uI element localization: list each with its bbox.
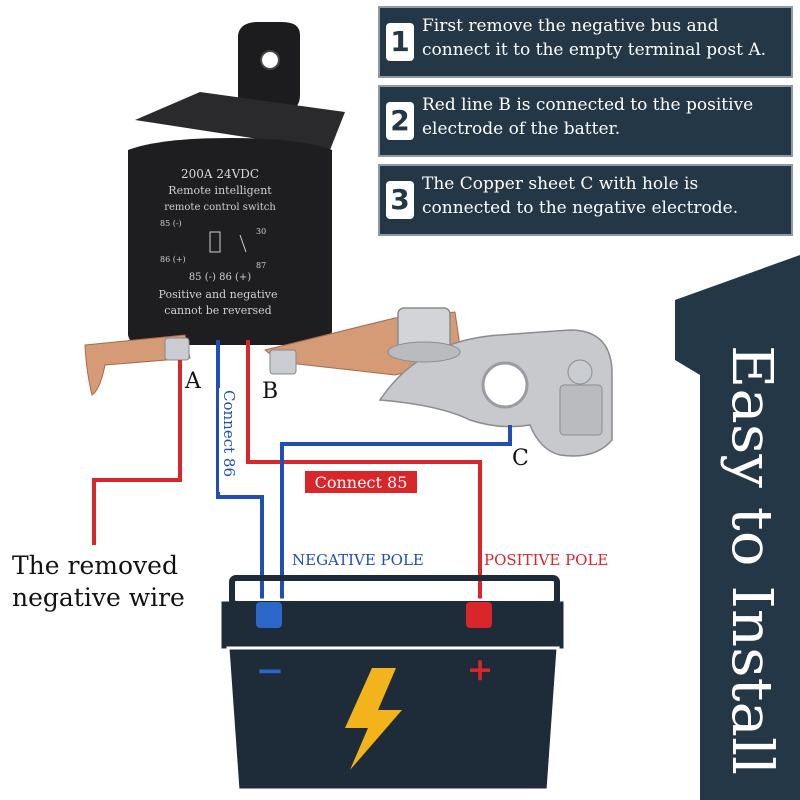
positive-terminal (466, 602, 492, 628)
step-2-panel: 2 Red line B is connected to the positiv… (378, 85, 793, 157)
plus-symbol: + (467, 650, 494, 688)
relay-pin-87-label: 87 (256, 261, 266, 270)
connect86-tag: Connect 86 (220, 390, 238, 477)
red-wire-connect-85 (246, 340, 482, 606)
negative-terminal (256, 602, 282, 628)
terminal-a-nut (164, 337, 190, 361)
terminal-b-nut (269, 349, 297, 375)
relay-warning-line1: Positive and negative (159, 288, 278, 301)
label-c: C (512, 446, 529, 471)
minus-symbol: − (256, 651, 285, 691)
label-a: A (184, 369, 202, 394)
relay-mount-hole (260, 50, 280, 70)
step-2-number: 2 (386, 102, 414, 140)
easy-to-install-text: Easy to Install (719, 345, 784, 775)
easy-to-install-banner: Easy to Install (719, 345, 784, 775)
relay: 200A 24VDC Remote intelligent remote con… (128, 22, 345, 345)
blue-wire-connect-86 (216, 340, 264, 606)
main-washer (387, 341, 461, 363)
relay-pins-bottom: 85 (-) 86 (+) (189, 272, 251, 283)
relay-face (128, 138, 332, 345)
step-3-text: The Copper sheet C with hole is connecte… (422, 174, 739, 218)
step-1-number: 1 (386, 23, 414, 61)
step-3-panel: 3 The Copper sheet C with hole is connec… (378, 164, 793, 236)
relay-pin-85-label: 85 (-) (160, 219, 182, 228)
positive-pole-label: POSITIVE POLE (484, 551, 608, 569)
label-b: B (262, 379, 278, 404)
clamp-bolt (559, 384, 603, 436)
copper-terminal-a (84, 334, 191, 396)
relay-pin-86-label: 86 (+) (160, 255, 186, 264)
connect86-tag-bg (219, 388, 241, 492)
relay-text-rating: 200A 24VDC (181, 167, 259, 181)
clamp-ring (481, 361, 529, 409)
relay-top (135, 92, 345, 150)
lightning-bolt-icon (345, 668, 402, 770)
relay-coil-symbol (209, 231, 221, 253)
step-2-text: Red line B is connected to the positive … (422, 95, 754, 139)
step-1-text: First remove the negative bus and connec… (422, 16, 767, 60)
step-1-panel: 1 First remove the negative bus and conn… (378, 6, 793, 78)
relay-warning-line2: cannot be reversed (164, 304, 271, 317)
battery: − + (218, 575, 567, 792)
step-3-number: 3 (386, 181, 414, 219)
relay-switch-symbol (239, 234, 247, 253)
relay-text-line2: Remote intelligent (168, 184, 272, 197)
red-wire-removed-negative (92, 360, 182, 545)
removed-wire-label-line1: The removed (12, 551, 178, 580)
relay-pin-30-label: 30 (256, 227, 266, 236)
blue-wire-c (280, 425, 512, 606)
clamp-bolt-head (567, 359, 593, 385)
relay-text-line3: remote control switch (164, 202, 276, 213)
battery-handle (229, 575, 560, 607)
connect85-tag-bg (305, 471, 417, 493)
removed-wire-label-line2: negative wire (12, 583, 185, 612)
connect85-tag: Connect 85 (315, 473, 408, 492)
negative-pole-label: NEGATIVE POLE (292, 551, 424, 569)
background-panel (675, 255, 800, 800)
